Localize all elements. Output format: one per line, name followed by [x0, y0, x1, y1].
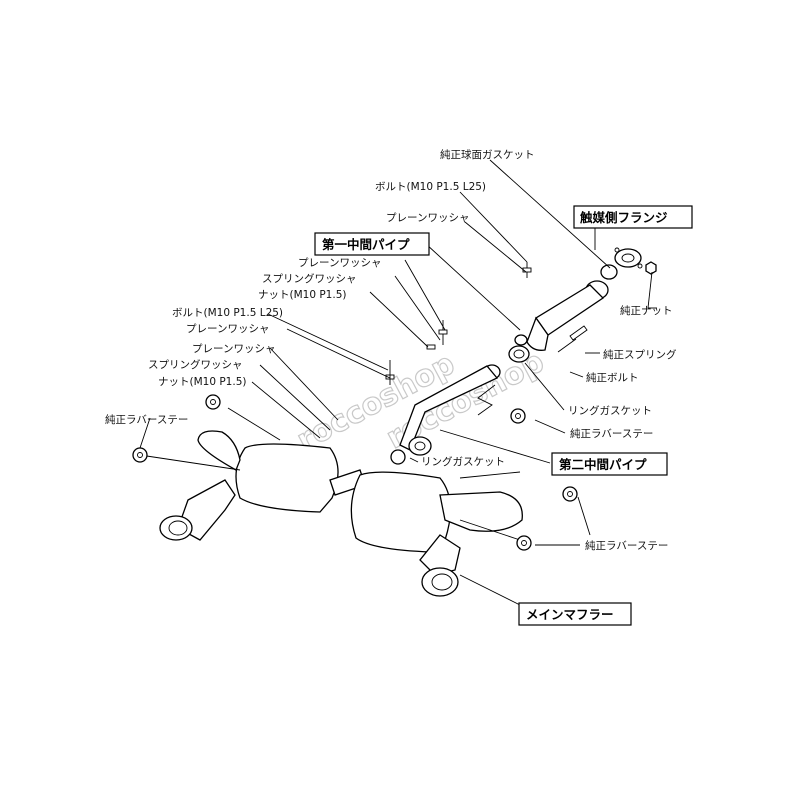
- label-plain-washer-upper: プレーンワッシャ: [386, 212, 469, 224]
- label-genuine-spherical-gasket: 純正球面ガスケット: [440, 148, 535, 161]
- genuine-spring-part: [569, 325, 588, 341]
- label-plain-washer-mid: プレーンワッシャ: [298, 257, 381, 269]
- label-spring-washer-low: スプリングワッシャ: [148, 358, 243, 371]
- label-catalyst-flange: 触媒側フランジ: [579, 210, 668, 225]
- main-muffler-part: [139, 407, 523, 597]
- spherical-gasket-part: [600, 264, 618, 280]
- box-main-muffler: [518, 602, 632, 626]
- genuine-bolt-part: [557, 338, 577, 353]
- box-first-middle-pipe: [314, 232, 430, 256]
- label-nut-mid: ナット(M10 P1.5): [258, 289, 346, 301]
- box-second-middle-pipe: [551, 452, 668, 476]
- label-plain-washer-low: プレーンワッシャ: [192, 343, 275, 355]
- label-main-muffler: メインマフラー: [526, 607, 614, 622]
- label-ring-gasket-lower: リングガスケット: [421, 455, 505, 468]
- label-nut-low: ナット(M10 P1.5): [158, 376, 246, 388]
- first-middle-pipe-part: [508, 262, 609, 363]
- label-bolt-upper: ボルト(M10 P1.5 L25): [375, 181, 486, 193]
- ring-gasket-upper-part: [514, 334, 528, 346]
- catalyst-flange-part: [600, 247, 657, 280]
- second-middle-pipe-part: [385, 320, 501, 465]
- label-rubber-stay-right: 純正ラバーステー: [585, 539, 668, 552]
- label-genuine-bolt: 純正ボルト: [586, 371, 639, 384]
- rubber-stay-parts: [132, 394, 578, 551]
- label-bolt-mid: ボルト(M10 P1.5 L25): [172, 307, 283, 319]
- box-catalyst-flange: [573, 205, 693, 229]
- label-second-middle-pipe: 第二中間パイプ: [559, 457, 647, 472]
- label-rubber-stay-left: 純正ラバーステー: [105, 413, 188, 426]
- labels: 純正球面ガスケット ボルト(M10 P1.5 L25) プレーンワッシャ 触媒側…: [105, 148, 693, 626]
- ring-gasket-lower-part: [390, 449, 406, 465]
- label-genuine-nut: 純正ナット: [620, 304, 673, 317]
- label-rubber-stay-mid: 純正ラバーステー: [570, 427, 653, 440]
- label-genuine-spring: 純正スプリング: [603, 348, 677, 361]
- leader-lines: [139, 159, 657, 606]
- genuine-nut-part: [645, 261, 657, 275]
- label-first-middle-pipe: 第一中間パイプ: [322, 237, 410, 252]
- fastener-stack-mid: [385, 320, 448, 385]
- label-ring-gasket-upper: リングガスケット: [568, 404, 652, 417]
- label-plain-washer-mid2: プレーンワッシャ: [186, 323, 269, 335]
- label-spring-washer-mid: スプリングワッシャ: [262, 272, 357, 285]
